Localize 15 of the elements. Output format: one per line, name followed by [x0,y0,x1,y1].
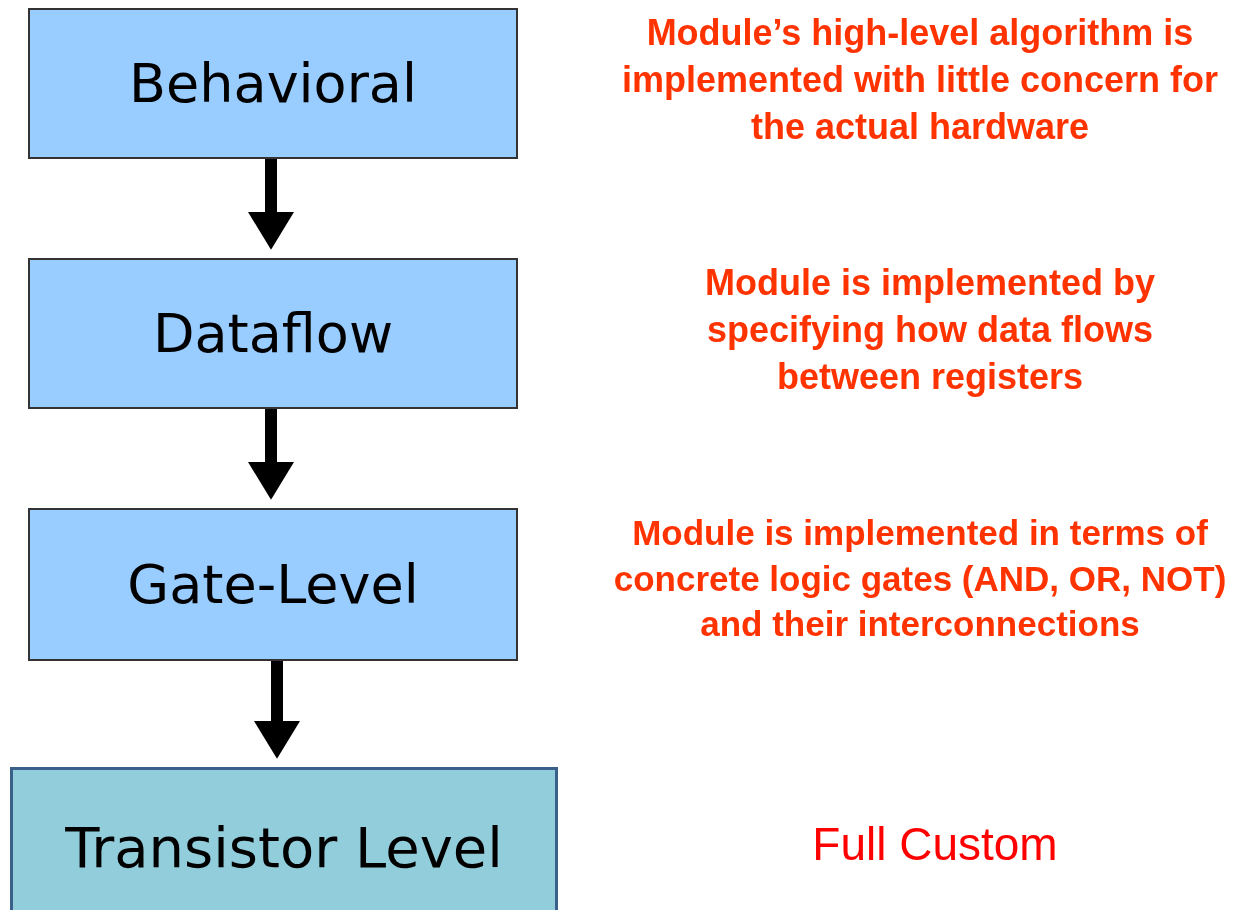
process-box [10,767,558,910]
level-label: Dataflow [152,302,394,365]
level-label: Transistor Level [65,814,503,880]
process-box [28,8,518,159]
arrow [248,409,294,500]
arrow [248,159,294,250]
level-label: Behavioral [129,52,417,115]
note-text: Module is implemented by specifying how data flows between registers [703,261,1157,399]
note-text: Module’s high-level algorithm is implemented with little concern for the actual hardware [620,11,1220,149]
note-text: Module is implemented in terms of concrete logic gates (AND, OR, NOT) and their interconnections [612,512,1228,645]
arrow [254,661,300,759]
level-label: Gate-Level [127,553,419,616]
process-box [28,258,518,409]
process-box [28,508,518,661]
note-text: Full Custom [811,817,1059,872]
